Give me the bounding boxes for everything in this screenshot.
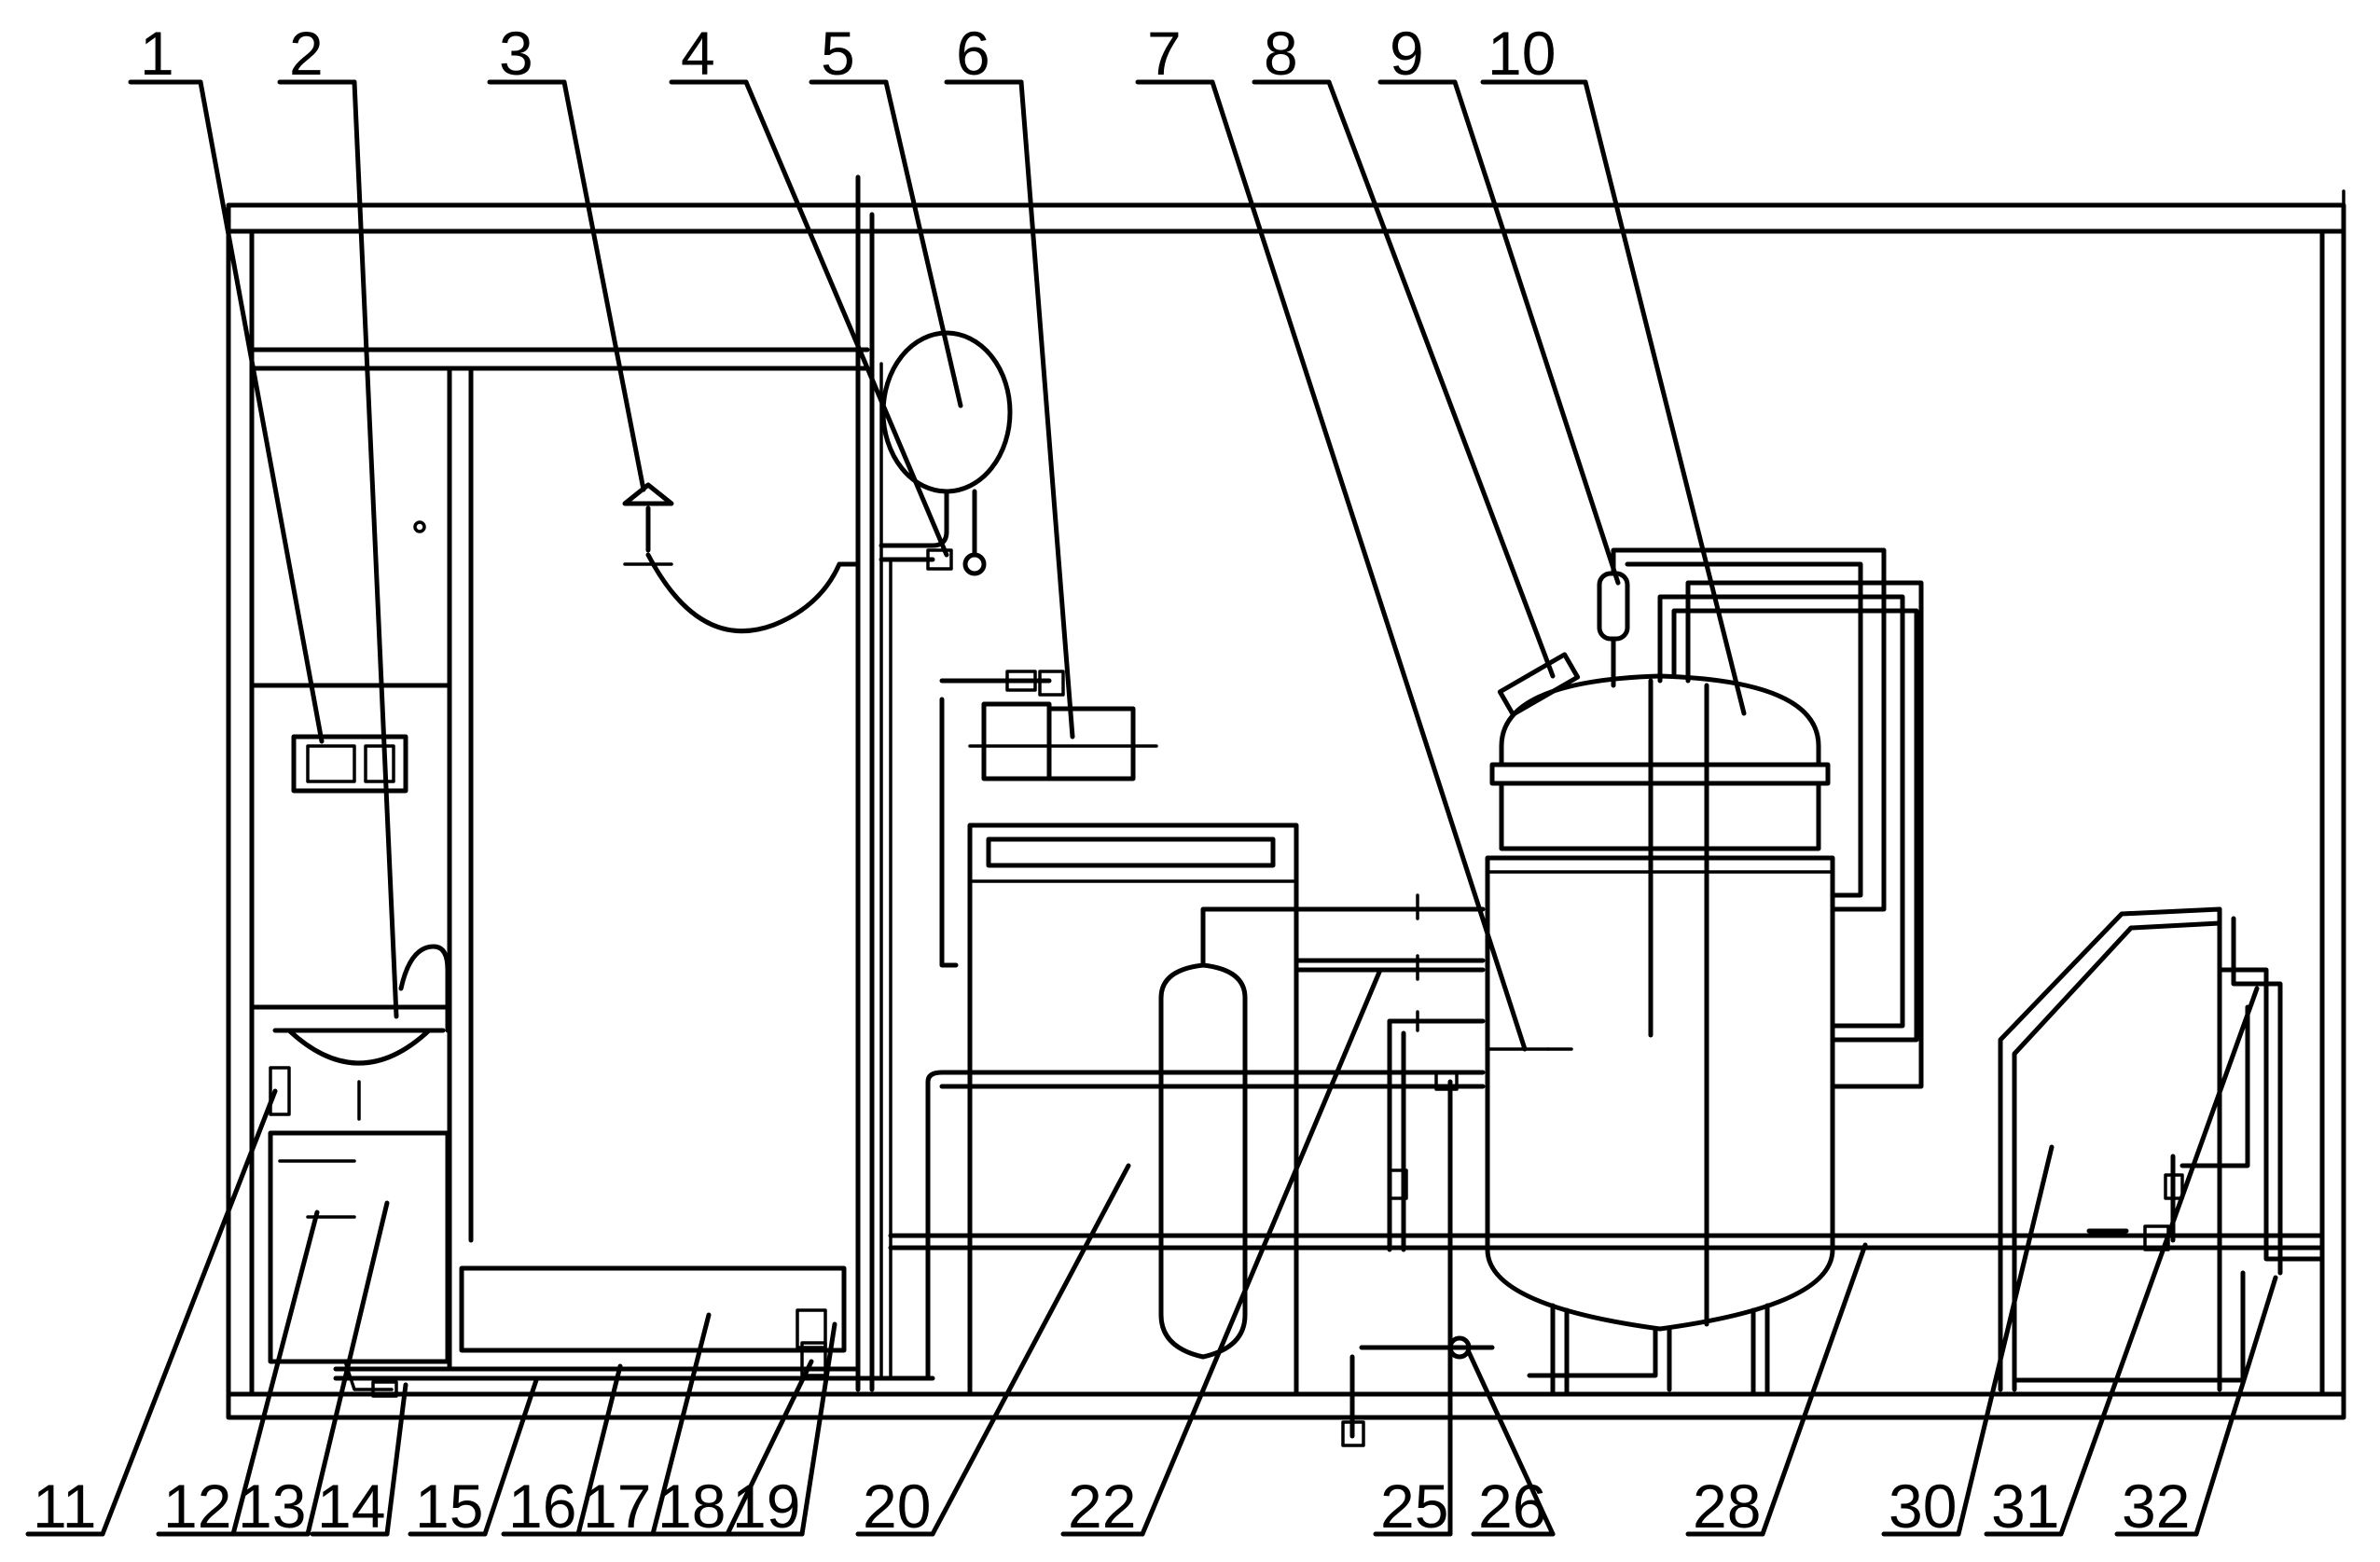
part-label-15: 15 [415, 1472, 483, 1541]
part-label-17: 17 [583, 1472, 651, 1541]
manhole-cover [1497, 652, 1581, 717]
vacuum-pump [939, 670, 1158, 968]
part-label-25: 25 [1380, 1472, 1448, 1541]
water-heater-tank [268, 1066, 450, 1364]
vertical-vessel [1158, 906, 1486, 1391]
part-label-10: 10 [1488, 19, 1556, 88]
cabinet-30 [1998, 906, 2325, 1392]
bottom-part-labels: 11 12 13 14 15 16 17 18 19 20 22 25 26 2… [33, 1472, 2190, 1541]
part-label-6: 6 [956, 19, 990, 88]
part-label-30: 30 [1889, 1472, 1957, 1541]
control-panel-area [249, 520, 452, 1010]
part-label-26: 26 [1478, 1472, 1546, 1541]
part-label-13: 13 [238, 1472, 306, 1541]
part-label-22: 22 [1068, 1472, 1136, 1541]
part-label-11: 11 [33, 1472, 97, 1541]
part-label-28: 28 [1693, 1472, 1761, 1541]
part-label-31: 31 [1991, 1472, 2059, 1541]
part-label-7: 7 [1147, 19, 1182, 88]
expansion-tank [879, 330, 1013, 576]
middle-pipes [888, 893, 2325, 1378]
part-label-12: 12 [163, 1472, 231, 1541]
leader-lines [25, 79, 2278, 1537]
filter-unit [459, 1265, 847, 1377]
top-part-labels: 1 2 3 4 5 6 7 8 9 10 [140, 19, 1556, 88]
part-label-8: 8 [1264, 19, 1298, 88]
part-label-18: 18 [657, 1472, 726, 1541]
condenser-pipes [1597, 547, 1924, 1089]
part-label-4: 4 [681, 19, 715, 88]
part-label-3: 3 [499, 19, 533, 88]
part-label-20: 20 [863, 1472, 931, 1541]
part-label-32: 32 [2122, 1472, 2190, 1541]
wash-basin [272, 944, 450, 1121]
spray-nozzle-hose [622, 482, 861, 634]
bottom-pipes-left [333, 1360, 935, 1398]
control-panel [291, 734, 408, 794]
part-label-2: 2 [289, 19, 324, 88]
cabinet-frame [226, 174, 2346, 1420]
main-reactor [1341, 652, 1835, 1447]
part-label-5: 5 [821, 19, 855, 88]
part-label-9: 9 [1390, 19, 1424, 88]
part-label-16: 16 [508, 1472, 576, 1541]
part-label-19: 19 [732, 1472, 800, 1541]
part-label-1: 1 [140, 19, 174, 88]
part-label-14: 14 [317, 1472, 385, 1541]
